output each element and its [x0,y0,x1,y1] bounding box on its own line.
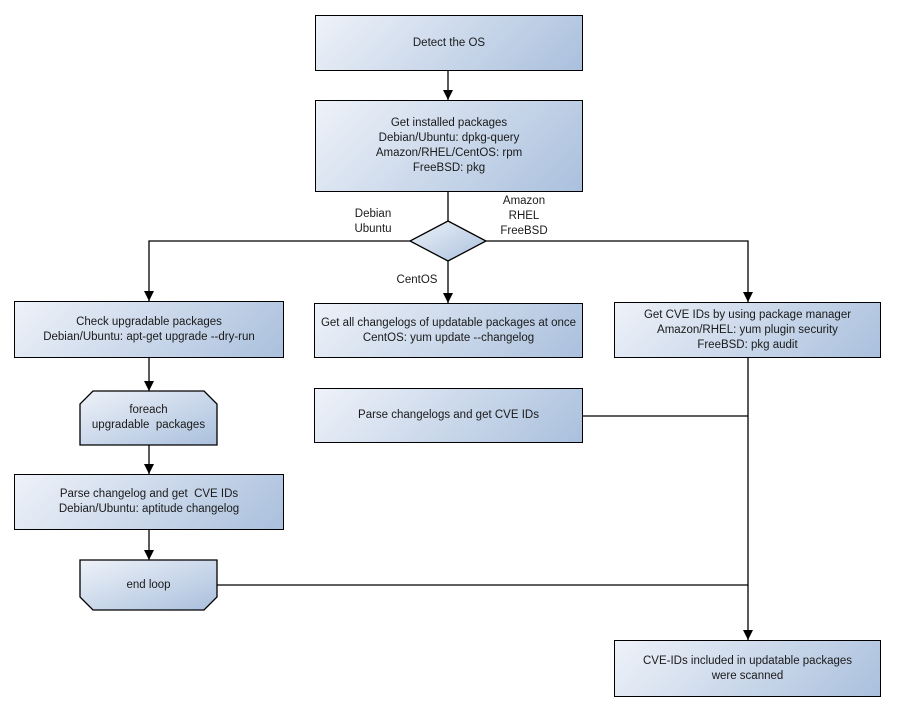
flowchart-node-get-installed-packages: Get installed packages Debian/Ubuntu: dp… [315,100,583,192]
edge-label-text: Ubuntu [354,223,392,235]
flowchart-node-get-all-changelogs: Get all changelogs of updatable packages… [314,303,583,358]
os-decision-diamond [408,220,488,262]
edge-label-debian-ubuntu: Debian Ubuntu [338,207,408,237]
edge-label-text: Amazon [502,195,546,207]
flowchart-node-parse-changelog: Parse changelog and get CVE IDs Debian/U… [14,474,284,530]
edge-decision-to-get-cve-ids [486,240,753,302]
node-text: CVE-IDs included in updatable packages [642,654,853,667]
node-text: Parse changelogs and get CVE IDs [358,409,539,421]
flowchart-node-get-cve-ids-pkg-mgr: Get CVE IDs by using package manager Ama… [614,302,881,358]
foreach-loop-shape [79,390,218,446]
node-text: end loop [126,578,171,591]
flowchart-node-parse-changelogs: Parse changelogs and get CVE IDs [314,388,583,443]
edge-label-text: RHEL [508,210,540,222]
node-text: FreeBSD: pkg audit [697,338,798,351]
node-text: Debian/Ubuntu: apt-get upgrade --dry-run [43,330,255,343]
node-text: upgradable packages [91,419,206,431]
node-text: Get installed packages [390,117,508,129]
node-text: Detect the OS [412,36,486,49]
node-text: foreach [129,404,168,416]
node-text: CentOS: yum update --changelog [362,331,535,344]
node-text: were scanned [711,669,784,682]
node-text: Get CVE IDs by using package manager [643,308,852,321]
node-text: Debian/Ubuntu: aptitude changelog [58,503,240,515]
edge-label-text: FreeBSD [500,225,548,237]
flowchart-node-detect-os: Detect the OS [315,15,583,71]
edge-label-text: CentOS [396,274,438,286]
node-text: FreeBSD: pkg [412,162,486,174]
end-loop-shape [79,559,218,611]
flowchart-node-foreach-loop: foreach upgradable packages [80,391,217,445]
edge-label-text: Debian [354,208,392,220]
edge-label-centos: CentOS [382,273,452,288]
node-text: Amazon/RHEL: yum plugin security [657,323,838,336]
node-text: Debian/Ubuntu: dpkg-query [378,132,520,144]
flowchart-node-scanned-result: CVE-IDs included in updatable packages w… [614,640,881,697]
edge-label-amazon-rhel-freebsd: Amazon RHEL FreeBSD [489,194,559,239]
node-text: Get all changelogs of updatable packages… [320,316,577,329]
edge-decision-to-check-upgradable [144,240,410,301]
node-text: Check upgradable packages [76,315,222,328]
node-text: Parse changelog and get CVE IDs [59,488,239,500]
flowchart-node-end-loop: end loop [80,560,217,610]
flowchart-node-check-upgradable: Check upgradable packages Debian/Ubuntu:… [14,301,284,358]
edges [144,71,753,640]
node-text: Amazon/RHEL/CentOS: rpm [375,147,523,159]
